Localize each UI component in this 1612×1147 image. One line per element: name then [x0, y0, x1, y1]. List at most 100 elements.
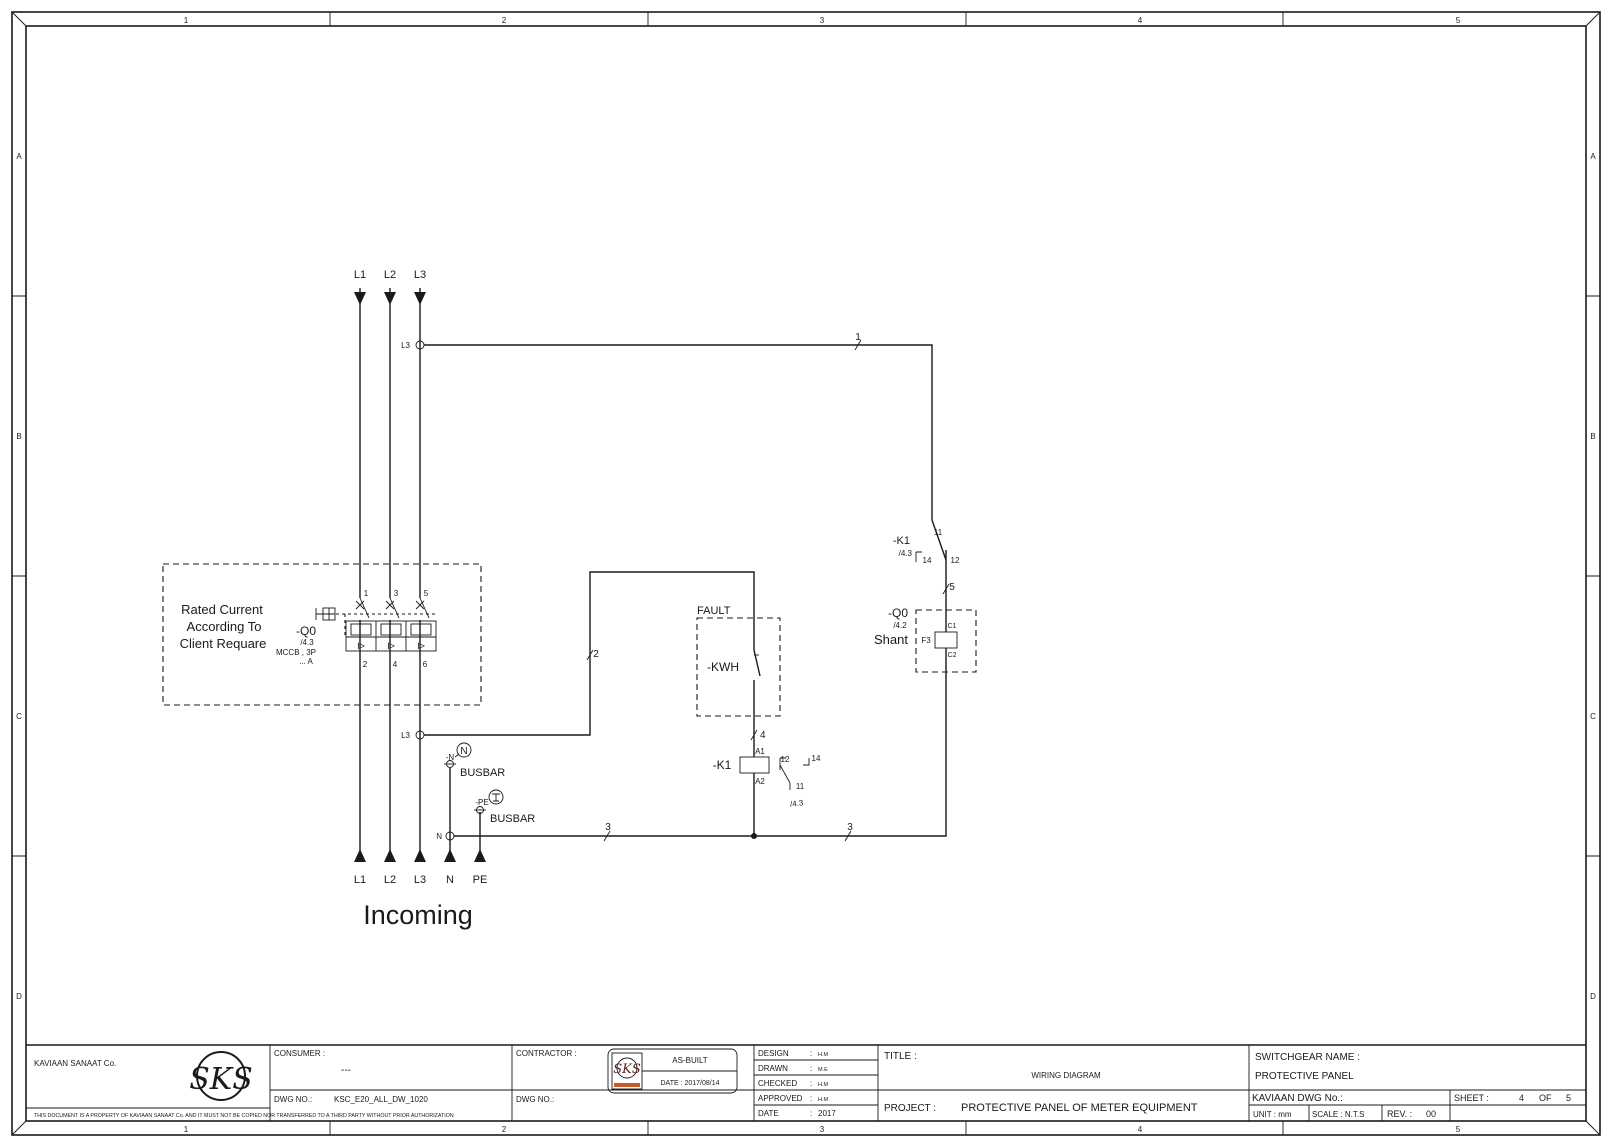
- col-label-bottom-3: 3: [820, 1125, 825, 1134]
- bottom-label-l1: L1: [354, 874, 366, 886]
- pe-busbar-label: BUSBAR: [490, 813, 535, 825]
- company-logo-letters: SKS: [189, 1062, 253, 1097]
- shunt-coil-f3: F3: [921, 636, 931, 645]
- shunt-label: Shant: [874, 632, 908, 647]
- row-label-right-a: A: [1590, 152, 1596, 161]
- company-name: KAVIAAN SANAAT Co.: [34, 1059, 116, 1068]
- rev-label: REV. :: [1387, 1109, 1412, 1119]
- design-label: DESIGN: [758, 1049, 789, 1058]
- relay-k1-contact-11: 11: [796, 782, 805, 791]
- approved-colon: :: [810, 1094, 812, 1103]
- breaker-note-line-3: Client Requare: [180, 636, 267, 651]
- wire-label-4: 4: [760, 730, 766, 741]
- approved-value: H.M: [818, 1097, 829, 1103]
- drawn-label: DRAWN: [758, 1064, 788, 1073]
- col-label-bottom-2: 2: [502, 1125, 507, 1134]
- kwh-tag: -KWH: [707, 660, 739, 674]
- top-label-l1: L1: [354, 269, 366, 281]
- top-label-l3: L3: [414, 269, 426, 281]
- frame-corners: [11, 11, 1601, 1136]
- breaker-note-line-1: Rated Current: [181, 602, 263, 617]
- consumer-label: CONSUMER :: [274, 1049, 325, 1058]
- bottom-label-l2: L2: [384, 874, 396, 886]
- scale-label: SCALE : N.T.S: [1312, 1110, 1364, 1119]
- pe-busbar: [474, 789, 504, 814]
- breaker-type: MCCB , 3P: [276, 648, 316, 657]
- n-busbar-symbol: N: [460, 746, 467, 757]
- breaker-pin-5: 5: [424, 589, 429, 598]
- relay-k1-tag: -K1: [713, 758, 732, 772]
- sheet-of: OF: [1539, 1093, 1552, 1103]
- kwh-enclosure: [696, 617, 781, 717]
- design-value: H.M: [818, 1052, 829, 1058]
- k1-contact-pin-12: 12: [951, 556, 960, 565]
- contractor-dwg-no-label: DWG NO.:: [516, 1095, 554, 1104]
- n-busbar-tag: -N: [446, 753, 455, 762]
- breaker-pin-4: 4: [393, 660, 398, 669]
- col-label-top-4: 4: [1138, 16, 1143, 25]
- column-dividers: [329, 12, 1284, 1135]
- terminal-l3-top: L3: [401, 341, 410, 350]
- company-logo: [196, 1051, 246, 1101]
- col-label-bottom-5: 5: [1456, 1125, 1461, 1134]
- kaviaan-dwg-label: KAVIAAN DWG No.:: [1252, 1093, 1343, 1104]
- row-label-right-b: B: [1590, 432, 1595, 441]
- switchgear-label: SWITCHGEAR NAME :: [1255, 1052, 1360, 1063]
- row-label-right-d: D: [1590, 992, 1596, 1001]
- breaker-pin-1: 1: [364, 589, 369, 598]
- checked-label: CHECKED: [758, 1079, 797, 1088]
- col-label-top-1: 1: [184, 16, 189, 25]
- checked-value: H.M: [818, 1082, 829, 1088]
- switchgear-value: PROTECTIVE PANEL: [1255, 1071, 1354, 1082]
- k1-contact-ref: /4.3: [899, 549, 913, 558]
- relay-k1-ref: /4.3: [789, 798, 804, 809]
- wire-label-3a: 3: [605, 822, 611, 833]
- terminal-l3-mid: L3: [401, 731, 410, 740]
- stamp-date: DATE : 2017/08/14: [660, 1080, 719, 1087]
- wire-label-5: 5: [949, 582, 955, 593]
- row-label-right-c: C: [1590, 712, 1596, 721]
- relay-k1-a1: A1: [755, 747, 765, 756]
- inner-frame: [25, 25, 1587, 1122]
- col-label-bottom-1: 1: [184, 1125, 189, 1134]
- neutral-busbar: [444, 742, 472, 768]
- col-label-top-5: 5: [1456, 16, 1461, 25]
- top-label-l2: L2: [384, 269, 396, 281]
- title-value: WIRING DIAGRAM: [1031, 1071, 1101, 1080]
- relay-k1-a2: A2: [755, 777, 765, 786]
- breaker-trip-symbol-2: I>: [387, 641, 395, 651]
- kwh-fault-label: FAULT: [697, 605, 731, 617]
- bottom-label-l3: L3: [414, 874, 426, 886]
- pe-busbar-tag: -PE: [475, 798, 488, 807]
- breaker-symbol: [315, 594, 437, 652]
- shunt-c1: C1: [948, 623, 957, 630]
- breaker-ref: /4.3: [300, 638, 314, 647]
- wire-2: [415, 571, 755, 740]
- k1-contact-pin-11: 11: [934, 528, 943, 537]
- wire-label-1: 1: [855, 332, 861, 343]
- breaker-note-line-2: According To: [187, 619, 262, 634]
- row-label-left-d: D: [16, 992, 22, 1001]
- row-label-left-b: B: [16, 432, 21, 441]
- date-colon: :: [810, 1109, 812, 1118]
- k1-contact-pin-14: 14: [923, 556, 932, 565]
- title-label: TITLE :: [884, 1051, 917, 1062]
- breaker-rating: ... A: [299, 657, 313, 666]
- checked-colon: :: [810, 1079, 812, 1088]
- consumer-value: ---: [341, 1065, 351, 1076]
- terminal-n: N: [436, 832, 442, 841]
- contractor-label: CONTRACTOR :: [516, 1049, 577, 1058]
- approved-label: APPROVED: [758, 1094, 803, 1103]
- sheet-total: 5: [1566, 1093, 1571, 1103]
- n-busbar-label: BUSBAR: [460, 767, 505, 779]
- incoming-title: Incoming: [363, 900, 473, 930]
- bottom-label-n: N: [446, 874, 454, 886]
- breaker-pin-2: 2: [363, 660, 368, 669]
- bottom-label-pe: PE: [473, 874, 488, 886]
- sheet-label: SHEET :: [1454, 1093, 1489, 1103]
- breaker-enclosure: [162, 563, 482, 706]
- title-block-grid: [26, 1044, 1586, 1121]
- design-colon: :: [810, 1049, 812, 1058]
- date-label: DATE: [758, 1109, 779, 1118]
